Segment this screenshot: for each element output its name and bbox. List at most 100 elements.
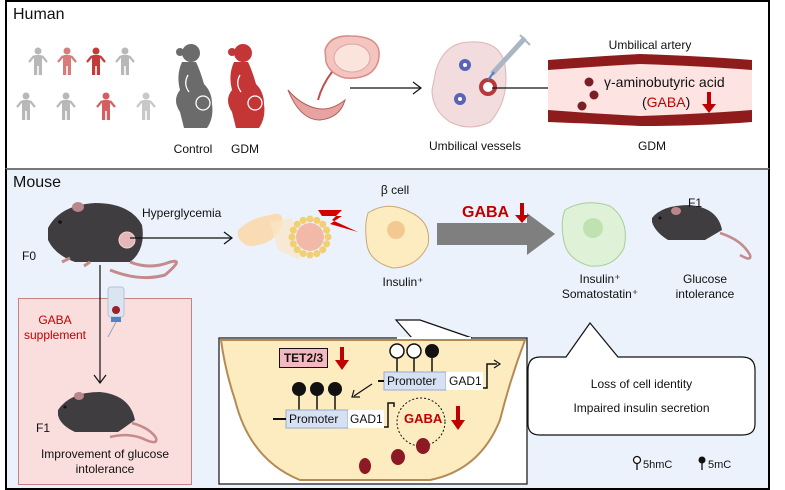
tet-enzyme-box: TET2/3	[279, 348, 328, 368]
islet-cell	[288, 233, 296, 241]
gaba-molecule-icon	[589, 90, 599, 100]
mouse-f0-icon	[48, 202, 178, 280]
umbilical-vessels-label: Umbilical vessels	[428, 139, 522, 153]
islet-core	[296, 223, 324, 251]
5hmc-legend-icon	[632, 455, 642, 465]
gaba-mechanism-label: GABA	[404, 411, 443, 426]
fetus-control-icon	[185, 74, 211, 111]
promoter-top-label: Promoter	[387, 374, 437, 388]
gdm-label: GDM	[231, 142, 259, 156]
person-icon	[96, 92, 116, 120]
injection-site-icon	[118, 231, 136, 249]
umbilical-vessel-cross-section	[431, 34, 575, 128]
islet-cell	[306, 215, 314, 223]
islet-cell	[323, 240, 331, 248]
glucose-label-line2: intolerance	[675, 287, 735, 301]
arrow-methylation	[353, 383, 373, 397]
artery-wall-bottom	[548, 110, 752, 126]
legend-5mc-label: 5mC	[708, 459, 732, 471]
person-icon	[56, 92, 76, 120]
result-somatostatin-label: Somatostatin⁺	[561, 287, 639, 301]
islet-cell	[289, 226, 297, 234]
gaba-vesicle-icon	[359, 458, 371, 474]
person-icon	[57, 47, 77, 75]
insulin-positive-label: Insulin⁺	[382, 275, 424, 289]
pregnant-women-illustration	[176, 44, 265, 128]
person-icon	[16, 92, 36, 120]
islet-cell	[313, 216, 321, 224]
callout-line1: Loss of cell identity	[590, 377, 693, 391]
5mc-legend-icon	[698, 456, 706, 464]
gaba-abbr-text: GABA	[646, 94, 686, 110]
water-bottle-icon	[107, 286, 125, 338]
hyperglycemia-label: Hyperglycemia	[142, 206, 222, 220]
5mc-marker-icon	[425, 344, 439, 358]
improvement-label-line1: Improvement of glucose	[40, 447, 170, 461]
lightning-bolt-icon	[318, 210, 358, 232]
gad1-bottom-label: GAD1	[350, 412, 383, 426]
mouse-panel-title: Mouse	[13, 174, 62, 191]
5mc-marker-icon	[328, 382, 342, 396]
fetus-gdm-icon	[237, 74, 263, 111]
gad1-top-label: GAD1	[449, 374, 482, 388]
legend-5hmc-label: 5hmC	[643, 459, 673, 471]
gaba-decrease-label: GABA	[462, 204, 510, 221]
gaba-vesicle-icon	[391, 449, 405, 465]
gaba-abbreviation: (GABA)	[642, 94, 691, 110]
pregnant-woman-gdm-icon	[228, 44, 265, 128]
f1-bottom-label: F1	[36, 421, 51, 435]
islet-cell	[319, 246, 327, 254]
islet-cell	[313, 250, 321, 258]
gaba-mechanism-decrease-icon	[451, 406, 465, 430]
result-insulin-label: Insulin⁺	[579, 272, 621, 286]
5hmc-marker-icon	[389, 343, 405, 359]
improvement-label-line2: intolerance	[75, 462, 135, 476]
control-label: Control	[173, 142, 213, 156]
f1-top-label: F1	[688, 196, 703, 210]
beta-cell-label: β cell	[380, 183, 410, 197]
artery-gdm-label: GDM	[638, 139, 666, 153]
islet-cell	[319, 220, 327, 228]
gaba-molecule-icon	[584, 77, 594, 87]
placenta-icon	[287, 89, 346, 121]
pregnant-woman-control-icon	[176, 44, 213, 128]
islet-cell	[293, 220, 301, 228]
f0-label: F0	[22, 249, 37, 263]
person-icon	[136, 92, 156, 120]
artery-wall-top	[548, 54, 752, 70]
islet-cell	[323, 226, 331, 234]
islet-cell	[306, 251, 314, 259]
person-icon	[86, 47, 106, 75]
person-icon	[115, 47, 135, 75]
population-icons	[16, 47, 156, 120]
tet-decrease-icon	[335, 347, 349, 370]
human-panel-title: Human	[13, 6, 65, 23]
promoter-bottom-label: Promoter	[289, 412, 339, 426]
islet-cell	[324, 233, 332, 241]
umbilical-artery-label: Umbilical artery	[608, 38, 692, 52]
gaba-vesicle-icon	[416, 438, 430, 454]
islet-cell	[293, 246, 301, 254]
islet-icon	[288, 215, 332, 259]
placenta-illustration	[287, 35, 380, 121]
gaba-full-name: γ-aminobutyric acid	[604, 74, 725, 90]
arrow-placenta-to-vessels	[350, 81, 422, 95]
transcription-start-top-icon	[483, 363, 497, 389]
lollipops-bottom	[292, 382, 342, 410]
islet-cell	[299, 216, 307, 224]
mouse-f1-bottom-icon	[58, 392, 158, 444]
supplement-label-line1: GABA	[38, 313, 72, 327]
transcription-blocked-icon	[384, 402, 395, 428]
mouse-f1-top-icon	[652, 205, 752, 260]
islet-cell	[299, 250, 307, 258]
5mc-marker-icon	[292, 382, 306, 396]
uterus-icon	[324, 35, 380, 79]
umbilical-cord-icon	[317, 71, 333, 101]
supplement-label-line2: supplement	[23, 328, 87, 342]
syringe-icon	[487, 34, 531, 81]
decrease-arrow-icon	[702, 92, 716, 113]
